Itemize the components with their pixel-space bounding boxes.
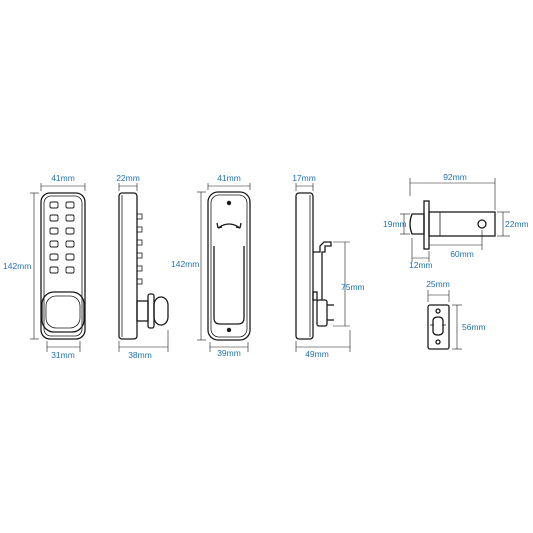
lever-height-label: 75mm bbox=[341, 282, 365, 292]
bottom-screw-hole bbox=[226, 327, 232, 333]
side-knob-depth-label: 38mm bbox=[128, 350, 152, 360]
side-knob-flange bbox=[147, 293, 155, 329]
side-knob bbox=[153, 296, 169, 326]
latch-body bbox=[428, 211, 496, 237]
strike-plate bbox=[427, 304, 450, 350]
side-knob-stem bbox=[136, 300, 149, 322]
keypad-buttons bbox=[49, 201, 75, 274]
strike-plate-view: 25mm 56mm bbox=[426, 279, 486, 350]
latch-face-height-label: 19mm bbox=[383, 219, 407, 229]
lever-pivot bbox=[312, 291, 318, 301]
strike-width-label: 25mm bbox=[426, 279, 450, 289]
strike-latch-opening bbox=[432, 316, 444, 336]
side-depth-label: 22mm bbox=[116, 173, 140, 183]
lever-block bbox=[316, 299, 328, 327]
front-keypad-view: 41mm 142mm 31mm bbox=[3, 173, 86, 360]
rotation-arrow-icon bbox=[217, 223, 241, 229]
latch-backset-label: 60mm bbox=[450, 249, 474, 259]
back-height-label: 142mm bbox=[171, 259, 199, 269]
front-width-label: 41mm bbox=[51, 173, 75, 183]
back-bottom-width-label: 39mm bbox=[217, 348, 241, 358]
side-keypad-view: 22mm 38mm bbox=[116, 173, 169, 360]
latch-face-depth-label: 12mm bbox=[409, 260, 433, 270]
back-side-depth-label: 17mm bbox=[292, 173, 316, 183]
strike-height-label: 56mm bbox=[462, 322, 486, 332]
side-key-profiles bbox=[136, 213, 143, 285]
latch-view: 92mm 19mm 22mm 12mm 60mm bbox=[383, 172, 529, 270]
latch-follower bbox=[477, 219, 487, 229]
top-screw-hole bbox=[226, 200, 232, 206]
strike-bottom-screw-hole bbox=[435, 339, 441, 345]
front-housing bbox=[40, 192, 86, 340]
front-knob-width-label: 31mm bbox=[51, 350, 75, 360]
front-height-label: 142mm bbox=[3, 261, 31, 271]
front-knob bbox=[41, 291, 85, 333]
front-knob-inner bbox=[45, 295, 81, 329]
back-housing bbox=[207, 191, 251, 341]
latch-length-label: 92mm bbox=[443, 172, 467, 182]
latch-faceplate bbox=[423, 200, 430, 250]
front-housing-inner bbox=[43, 195, 83, 337]
latch-body-height-label: 22mm bbox=[505, 219, 529, 229]
back-side-view: 17mm 75mm 49mm bbox=[292, 173, 364, 359]
back-housing-inner bbox=[210, 194, 248, 338]
lever-depth-label: 49mm bbox=[305, 349, 329, 359]
back-width-label: 41mm bbox=[217, 173, 241, 183]
lever-arm bbox=[313, 241, 332, 300]
back-recess bbox=[213, 246, 245, 325]
back-plate-view: 41mm 142mm 39mm bbox=[171, 173, 251, 358]
strike-top-screw-hole bbox=[435, 308, 441, 314]
latch-bolt bbox=[409, 213, 425, 235]
back-side-housing bbox=[295, 192, 314, 340]
